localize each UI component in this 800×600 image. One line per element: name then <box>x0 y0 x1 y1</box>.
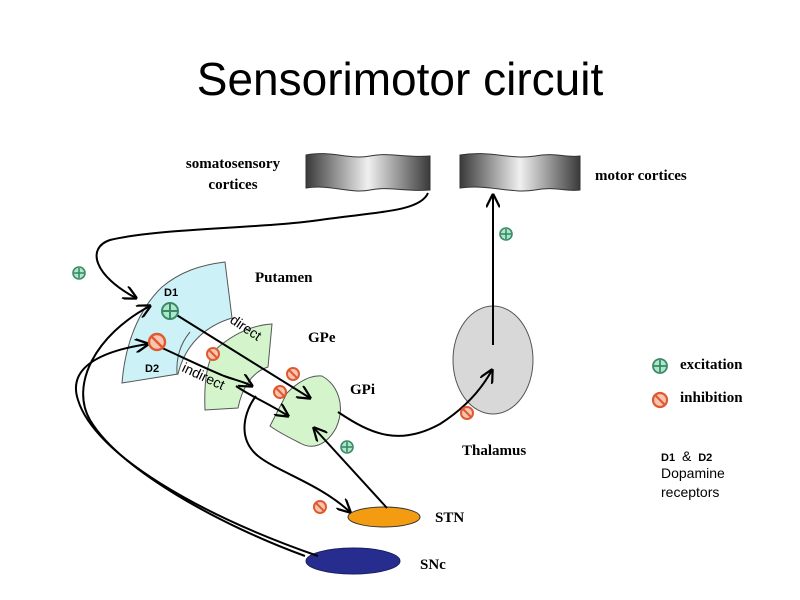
legend-d2: D2 <box>698 452 712 464</box>
cortex-to-putamen-arrow <box>95 192 429 298</box>
legend-ampersand: & <box>682 448 692 464</box>
inhibition-icon-gpe-gpi <box>273 385 287 399</box>
excitation-icon-stn-gpi <box>340 440 354 454</box>
gpe-label: GPe <box>308 330 336 346</box>
stn-label: STN <box>435 510 464 526</box>
inhibition-icon-putamen-gpe <box>206 347 220 361</box>
somatosensory-cortex-band <box>305 153 431 192</box>
d2-label: D2 <box>145 363 159 375</box>
gpe-to-gpi-arrow <box>235 385 288 416</box>
legend-receptor-line2: Dopamine <box>661 465 725 481</box>
legend-excitation-label: excitation <box>680 357 743 373</box>
d1-direct-pathway-arrow <box>174 313 310 398</box>
stn-shape <box>347 506 421 528</box>
stn-to-gpi-arrow <box>314 428 388 509</box>
excitation-icon-thalamocortical <box>499 227 513 241</box>
motor-cortices-label: motor cortices <box>595 168 687 184</box>
snc-to-d2-arrow <box>75 344 319 557</box>
somatosensory-label-line2: cortices <box>208 177 257 193</box>
legend: excitation inhibition D1 & D2 Dopamine r… <box>651 357 743 500</box>
gpe-to-stn-arrow <box>243 395 350 512</box>
legend-inhibition-icon <box>651 391 669 409</box>
legend-excitation-icon <box>652 358 668 374</box>
legend-inhibition-label: inhibition <box>680 390 743 406</box>
snc-to-d1-arrow <box>82 306 306 557</box>
d2-inhibition-icon <box>147 332 167 352</box>
page-title: Sensorimotor circuit <box>197 53 604 105</box>
inhibition-icon-gpi-thalamus <box>460 406 474 420</box>
snc-shape <box>305 547 401 575</box>
d1-excitation-icon <box>161 302 179 320</box>
inhibition-icon-gpe-stn <box>313 500 327 514</box>
legend-receptor-line1: D1 & D2 <box>661 448 712 464</box>
snc-label: SNc <box>420 557 446 573</box>
putamen-inner-edge <box>176 331 191 375</box>
thalamus-label: Thalamus <box>462 443 526 459</box>
inhibition-icon-putamen-gpi <box>286 367 300 381</box>
somatosensory-label-line1: somatosensory <box>186 156 281 172</box>
excitation-icon-cortical-input <box>72 266 86 280</box>
legend-d1: D1 <box>661 452 675 464</box>
d2-indirect-pathway-arrow <box>161 347 252 386</box>
gpi-to-thalamus-arrow <box>337 370 492 437</box>
putamen-label: Putamen <box>255 270 313 286</box>
motor-cortex-band <box>459 153 581 192</box>
gpi-label: GPi <box>350 382 375 398</box>
d1-label: D1 <box>164 287 178 299</box>
legend-receptor-line3: receptors <box>661 484 719 500</box>
